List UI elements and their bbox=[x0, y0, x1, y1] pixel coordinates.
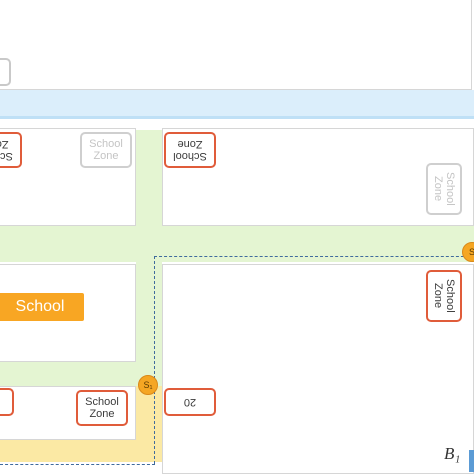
edge-marker bbox=[469, 450, 474, 472]
bus-stop-marker[interactable]: S₁ bbox=[138, 375, 158, 395]
block-b1 bbox=[162, 264, 474, 474]
block-label: B₁ bbox=[444, 444, 461, 463]
route-line bbox=[154, 256, 474, 257]
route-line bbox=[154, 256, 155, 464]
speed-limit-sign: 20 bbox=[164, 388, 216, 416]
sign-fragment bbox=[0, 388, 14, 416]
school-zone-sign: School Zone bbox=[76, 390, 128, 426]
school-zone-sign: School Zone bbox=[164, 132, 216, 168]
school-zone-sign: School Zone bbox=[426, 270, 462, 322]
lower-road-green bbox=[0, 362, 162, 386]
route-line bbox=[0, 464, 155, 465]
school-zone-sign-inactive: School Zone bbox=[80, 132, 132, 168]
main-road-edge bbox=[0, 116, 474, 119]
block-top bbox=[0, 0, 472, 90]
school-route-yellow-horizontal bbox=[0, 440, 162, 462]
main-road-blue bbox=[0, 90, 474, 118]
school-zone-sign-inactive: School Zone bbox=[426, 163, 462, 215]
bus-stop-marker[interactable]: S bbox=[462, 242, 474, 262]
sign-fragment bbox=[0, 58, 11, 86]
school-building: School bbox=[0, 293, 84, 321]
school-zone-sign: School Zone bbox=[0, 132, 22, 168]
